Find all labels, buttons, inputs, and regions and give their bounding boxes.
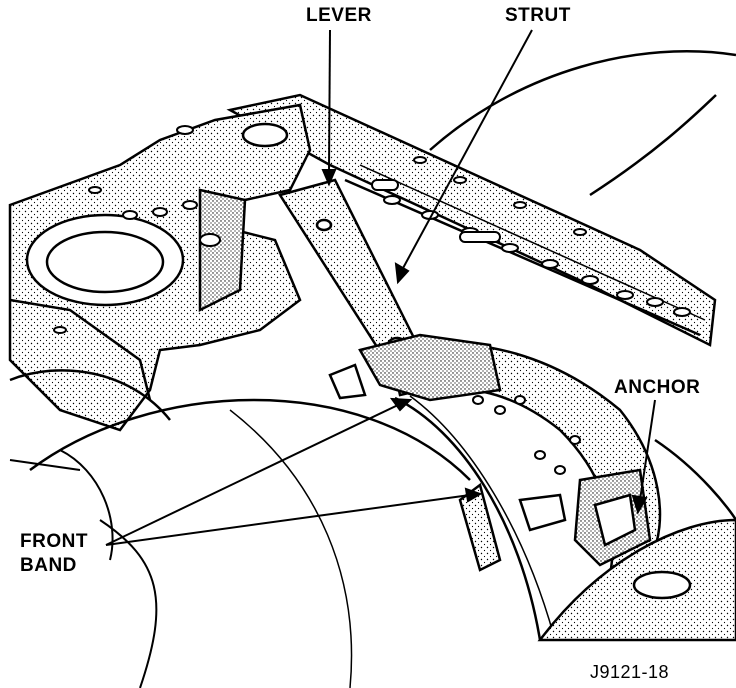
- valve-body-casting: [8, 103, 312, 432]
- leader-lines: [105, 29, 656, 546]
- rail-bolt-holes: [371, 156, 691, 317]
- lower-housing: [537, 518, 736, 642]
- anchor-label: ANCHOR: [614, 377, 701, 398]
- band-end-clip: [458, 482, 567, 572]
- figure-id: J9121-18: [590, 662, 670, 682]
- front-band-label-line2: BAND: [20, 555, 77, 576]
- strut-label: STRUT: [505, 5, 571, 26]
- housing-sweep: [429, 50, 736, 521]
- lever-label: LEVER: [306, 5, 372, 26]
- front-band-label-line1: FRONT: [20, 531, 88, 552]
- casting-holes: [53, 125, 221, 334]
- clutch-drum: [9, 369, 471, 688]
- band-anchor: [573, 468, 652, 567]
- band-strut: [328, 333, 502, 402]
